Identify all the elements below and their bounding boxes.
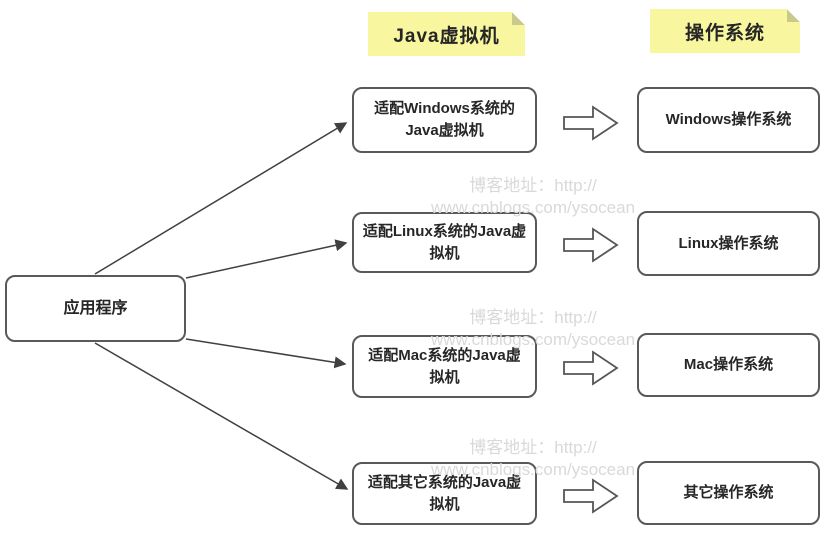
- watermark-line1: 博客地址：http://: [469, 308, 597, 327]
- os-node-linux-label: Linux操作系统: [678, 234, 779, 252]
- jvm-node-linux-label: 适配Linux系统的Java虚拟机: [362, 222, 527, 262]
- connector-app-to-linux-jvm: [185, 239, 348, 279]
- header-note-jvm: Java虚拟机: [368, 12, 525, 56]
- os-node-mac: Mac操作系统: [637, 333, 820, 397]
- connector-app-to-windows-jvm: [94, 122, 348, 275]
- jvm-node-mac: 适配Mac系统的Java虚拟机: [352, 335, 537, 398]
- block-arrow-right-icon: [563, 478, 619, 514]
- block-arrow-right-icon: [563, 227, 619, 263]
- jvm-node-other-label: 适配其它系统的Java虚拟机: [367, 473, 522, 513]
- os-node-linux: Linux操作系统: [637, 211, 820, 276]
- note-fold-corner: [512, 12, 525, 25]
- block-arrow-right-icon: [563, 350, 619, 386]
- header-note-jvm-label: Java虚拟机: [393, 25, 500, 47]
- header-note-os: 操作系统: [650, 9, 800, 53]
- os-node-windows: Windows操作系统: [637, 87, 820, 153]
- connector-app-to-mac-jvm: [185, 338, 347, 369]
- header-note-os-label: 操作系统: [684, 22, 765, 44]
- jvm-node-windows-label: 适配Windows系统的Java虚拟机: [374, 100, 515, 139]
- app-node: 应用程序: [5, 275, 186, 342]
- jvm-node-linux: 适配Linux系统的Java虚拟机: [352, 212, 537, 273]
- watermark-line1: 博客地址：http://: [469, 176, 597, 195]
- connector-app-to-other-jvm: [94, 342, 349, 490]
- app-node-label: 应用程序: [63, 299, 128, 317]
- jvm-node-mac-label: 适配Mac系统的Java虚拟机: [368, 346, 521, 386]
- watermark-line1: 博客地址：http://: [469, 438, 597, 457]
- jvm-node-other: 适配其它系统的Java虚拟机: [352, 462, 537, 525]
- jvm-node-windows: 适配Windows系统的Java虚拟机: [352, 87, 537, 153]
- note-fold-corner: [787, 9, 800, 22]
- os-node-other-label: 其它操作系统: [683, 484, 774, 502]
- os-node-other: 其它操作系统: [637, 461, 820, 525]
- block-arrow-right-icon: [563, 105, 619, 141]
- os-node-mac-label: Mac操作系统: [683, 356, 774, 374]
- os-node-windows-label: Windows操作系统: [665, 111, 792, 129]
